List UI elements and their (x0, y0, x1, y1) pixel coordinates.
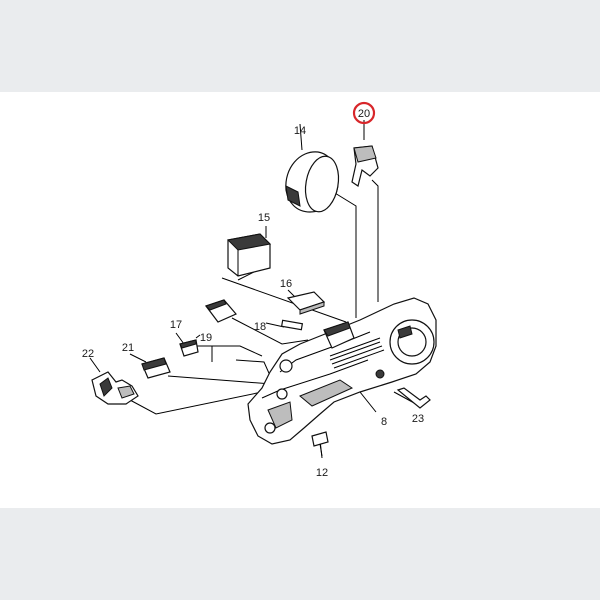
part-20-clip (351, 145, 379, 187)
part-17-block (179, 339, 199, 357)
highlight-ring (352, 101, 376, 125)
part-15-block (226, 233, 272, 277)
callout-8[interactable]: 8 (381, 416, 387, 428)
part-16-pad (286, 291, 326, 315)
part-21-block (141, 357, 171, 379)
callout-18[interactable]: 18 (254, 321, 266, 333)
part-19-block (205, 299, 237, 323)
callout-21[interactable]: 21 (122, 342, 134, 354)
part-22-bracket (91, 371, 139, 405)
part-12-bolt (311, 431, 329, 457)
callout-16[interactable]: 16 (280, 278, 292, 290)
callout-12[interactable]: 12 (316, 467, 328, 479)
callout-19[interactable]: 19 (200, 332, 212, 344)
callout-23[interactable]: 23 (412, 413, 424, 425)
callout-17[interactable]: 17 (170, 319, 182, 331)
part-14-cap (285, 151, 340, 213)
callout-20[interactable]: 20 (358, 108, 370, 120)
part-23-key (396, 387, 431, 409)
part-18-pin (280, 319, 304, 331)
callout-15[interactable]: 15 (258, 212, 270, 224)
callout-22[interactable]: 22 (82, 348, 94, 360)
part-8-cover (247, 297, 437, 445)
callout-14[interactable]: 14 (294, 125, 306, 137)
